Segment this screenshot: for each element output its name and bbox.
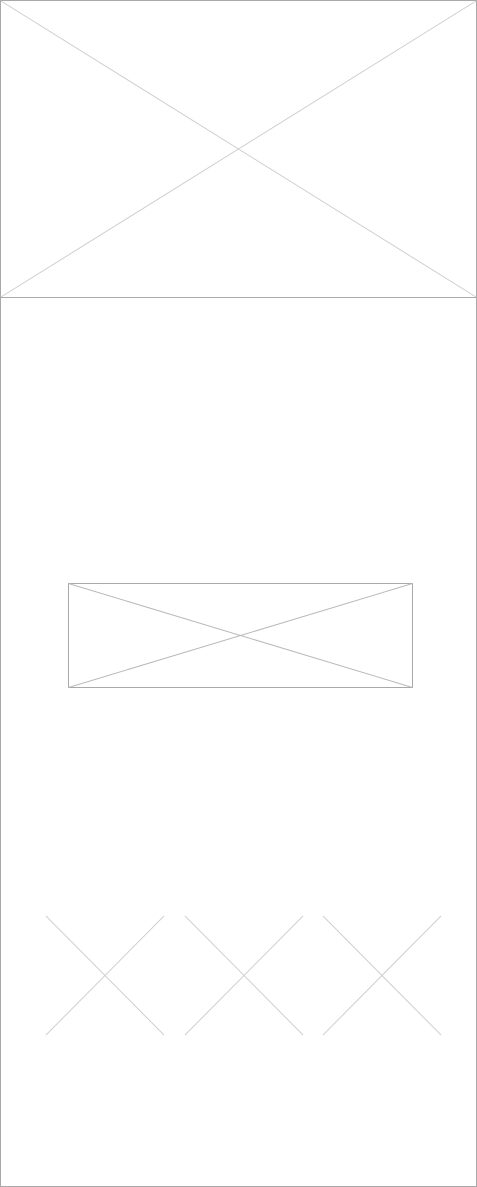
- hero-image-placeholder: [0, 0, 477, 298]
- tile-row: [45, 915, 442, 1036]
- banner-diagonal-2: [68, 583, 413, 688]
- hero-diagonal-2: [0, 0, 477, 298]
- tile-image-placeholder-1: [45, 915, 165, 1036]
- tile-1-diagonal-2: [45, 915, 165, 1036]
- tile-image-placeholder-3: [322, 915, 442, 1036]
- tile-3-diagonal-2: [322, 915, 442, 1036]
- banner-border: [68, 583, 413, 688]
- hero-divider: [0, 297, 477, 298]
- tile-image-placeholder-2: [184, 915, 304, 1036]
- tile-2-diagonal-2: [184, 915, 304, 1036]
- banner-image-placeholder: [68, 583, 413, 688]
